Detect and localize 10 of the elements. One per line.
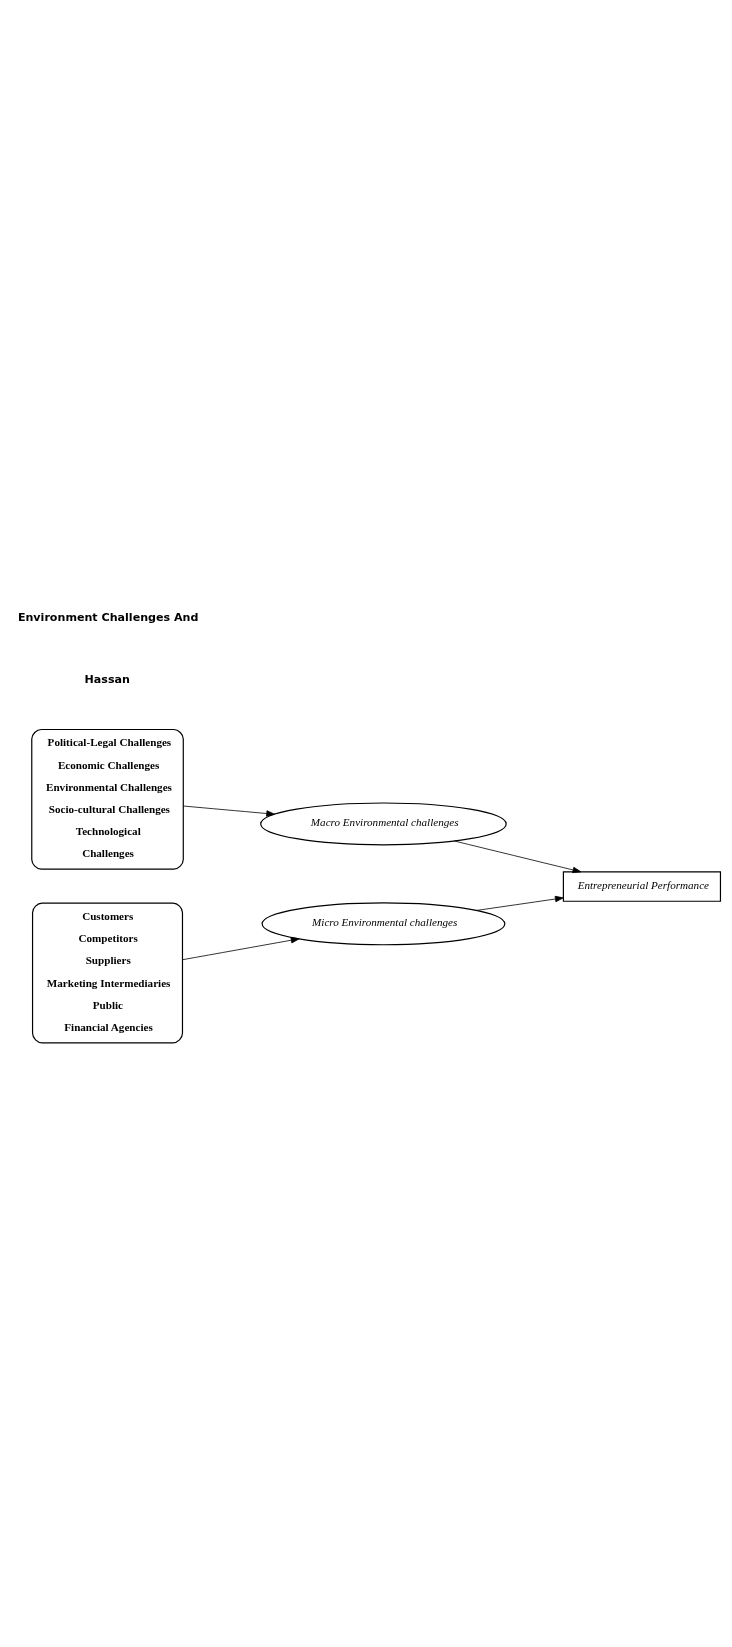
node-box: Customers Competitors Suppliers Marketing Intermediaries Public Financial Agencies <box>31 902 184 1044</box>
arrow <box>182 937 300 961</box>
arrow <box>453 840 582 874</box>
node-box: Political-Legal Challenges Economic Challenges Environmental Challenges Socio-cultural Challenges Technological Challenges <box>31 728 184 870</box>
arrow <box>182 805 275 817</box>
label: Environment Challenges And <box>17 610 199 624</box>
arrow <box>475 895 564 911</box>
node-ellipse: Macro Environmental challenges <box>260 802 507 846</box>
node-box: Entrepreneurial Performance <box>562 871 722 902</box>
label: Hassan <box>84 673 130 687</box>
